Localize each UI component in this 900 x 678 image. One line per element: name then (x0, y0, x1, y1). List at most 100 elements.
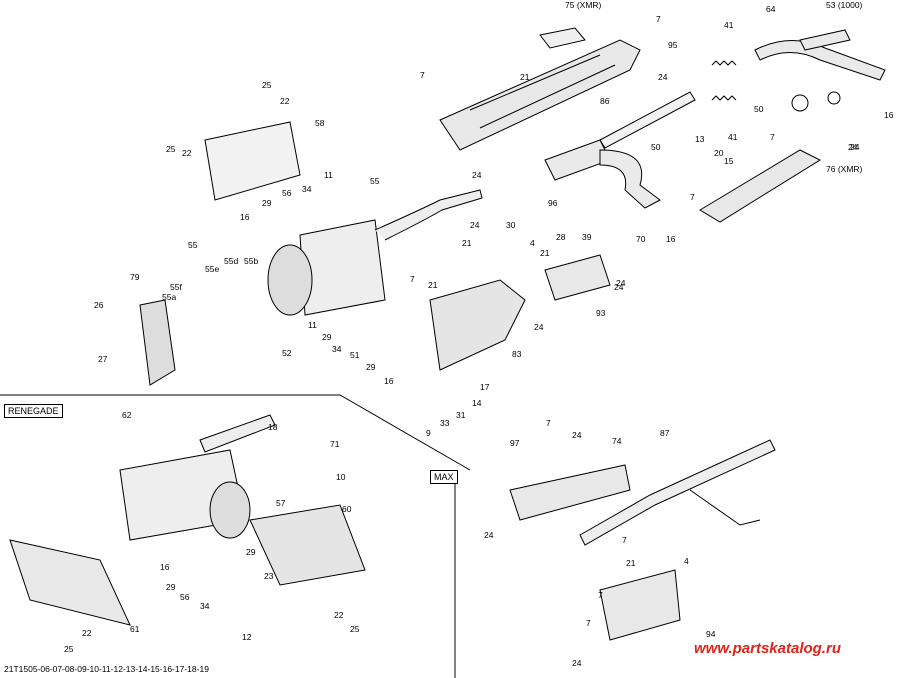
muffler-55 (299, 219, 386, 316)
callout-label: 4 (684, 556, 689, 566)
callout-label: 55 (188, 240, 198, 250)
callout-label: 27 (98, 354, 108, 364)
callout-label: 86 (600, 96, 610, 106)
callout-label: 24 (616, 278, 626, 288)
callout-label: 71 (330, 439, 340, 449)
callout-label: 12 (242, 632, 252, 642)
gasket-50 (791, 94, 809, 112)
callout-label: 76 (XMR) (826, 164, 863, 174)
document-code: 21T1505-06-07-08-09-10-11-12-13-14-15-16… (4, 664, 209, 674)
callout-label: 70 (636, 234, 646, 244)
callout-label: 21 (428, 280, 438, 290)
callout-label: 39 (582, 232, 592, 242)
callout-label: 9 (426, 428, 431, 438)
callout-label: 7 (598, 590, 603, 600)
callout-label: 24 (848, 142, 858, 152)
callout-label: 11 (324, 170, 333, 180)
callout-label: 87 (660, 428, 670, 438)
callout-label: 29 (262, 198, 272, 208)
watermark: www.partskatalog.ru (694, 640, 841, 657)
callout-label: 28 (556, 232, 566, 242)
callout-label: 50 (651, 142, 661, 152)
callout-label: 7 (546, 418, 551, 428)
callout-label: 58 (315, 118, 325, 128)
callout-label: 74 (612, 436, 622, 446)
callout-label: 94 (706, 629, 716, 639)
callout-label: 24 (614, 282, 624, 292)
callout-label: 7 (410, 274, 415, 284)
callout-label: 7 (656, 14, 661, 24)
callout-label: 18 (268, 422, 278, 432)
callout-label: 61 (130, 624, 140, 634)
callout-label: 96 (548, 198, 558, 208)
callout-label: 7 (420, 70, 425, 80)
callout-label: 13 (695, 134, 705, 144)
callout-label: 7 (622, 535, 627, 545)
section-label-renegade: RENEGADE (4, 404, 63, 418)
callout-label: 29 (246, 547, 256, 557)
flange-16 (827, 91, 841, 105)
callout-label: 51 (350, 350, 360, 360)
callout-label: 24 (572, 430, 582, 440)
heat-shield-60 (249, 504, 366, 586)
bracket-93 (544, 254, 611, 301)
section-label-max: MAX (430, 470, 458, 484)
callout-label: 29 (322, 332, 332, 342)
callout-label: 24 (850, 142, 860, 152)
callout-label: 31 (456, 410, 466, 420)
callout-label: 60 (342, 504, 352, 514)
callout-label: 24 (484, 530, 494, 540)
renegade-section-border (0, 394, 471, 471)
callout-label: 34 (302, 184, 312, 194)
callout-label: 17 (480, 382, 490, 392)
callout-label: 21 (520, 72, 530, 82)
callout-label: 41 (724, 20, 734, 30)
callout-label: 55f (170, 282, 182, 292)
callout-label: 7 (586, 618, 591, 628)
callout-label: 52 (282, 348, 292, 358)
heat-shield-83 (429, 279, 526, 371)
callout-label: 41 (728, 132, 738, 142)
callout-label: 55d (224, 256, 238, 266)
callout-label: 24 (658, 72, 668, 82)
callout-label: 55 (370, 176, 380, 186)
callout-label: 33 (440, 418, 450, 428)
callout-label: 55a (162, 292, 176, 302)
callout-label: 14 (472, 398, 482, 408)
callout-label: 30 (506, 220, 516, 230)
callout-label: 83 (512, 349, 522, 359)
callout-label: 16 (666, 234, 676, 244)
pipe-53 (799, 29, 851, 51)
callout-label: 62 (122, 410, 132, 420)
callout-label: 75 (XMR) (565, 0, 602, 10)
callout-label: 23 (264, 571, 274, 581)
callout-label: 57 (276, 498, 286, 508)
callout-label: 21 (540, 248, 550, 258)
callout-label: 95 (668, 40, 678, 50)
callout-label: 22 (182, 148, 192, 158)
callout-label: 22 (82, 628, 92, 638)
callout-label: 25 (64, 644, 74, 654)
callout-label: 50 (754, 104, 764, 114)
spring-41-upper (711, 60, 737, 66)
callout-label: 25 (262, 80, 272, 90)
callout-label: 29 (166, 582, 176, 592)
callout-label: 7 (690, 192, 695, 202)
cover-61 (9, 539, 131, 626)
callout-label: 16 (384, 376, 394, 386)
callout-label: 29 (366, 362, 376, 372)
end-cap-79 (139, 299, 176, 386)
callout-label: 10 (336, 472, 346, 482)
callout-label: 55b (244, 256, 258, 266)
callout-label: 34 (332, 344, 342, 354)
callout-label: 21 (462, 238, 472, 248)
pipe-64 (754, 39, 886, 81)
callout-label: 97 (510, 438, 520, 448)
callout-label: 56 (282, 188, 292, 198)
heat-shield-76 (699, 149, 822, 223)
pipe-86 (599, 91, 696, 149)
callout-label: 24 (572, 658, 582, 668)
spring-41-lower (711, 95, 737, 101)
callout-label: 20 (714, 148, 724, 158)
